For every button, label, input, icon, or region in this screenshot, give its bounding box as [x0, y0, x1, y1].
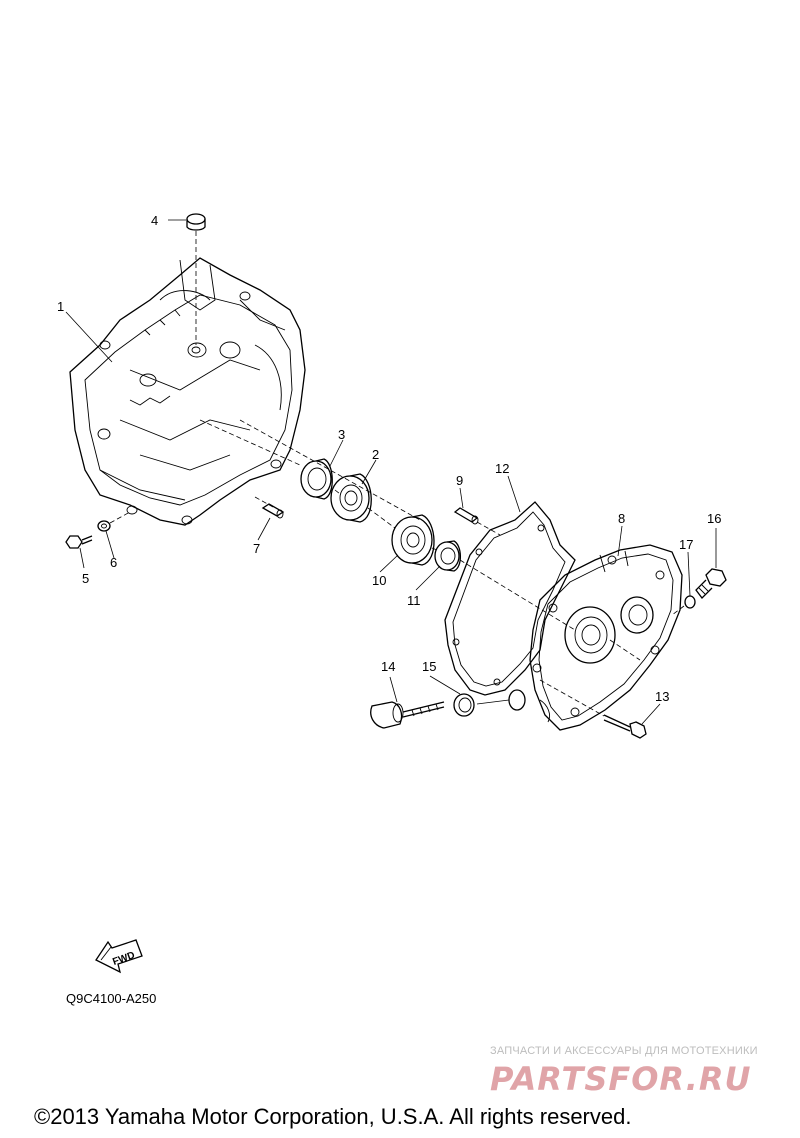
callout-label-9: 9 [456, 473, 464, 488]
bolt-part-5 [65, 535, 93, 549]
crankcase-part-1 [69, 257, 306, 526]
callout-label-4: 4 [151, 213, 159, 228]
callout-label-17: 17 [679, 537, 694, 552]
crankcase-cover-part-8 [529, 544, 683, 731]
diagram-code: Q9C4100-A250 [66, 991, 157, 1006]
callout-label-14: 14 [381, 659, 396, 674]
bearing-part-2 [330, 473, 372, 523]
callout-label-10: 10 [372, 573, 387, 588]
callout-label-5: 5 [82, 571, 90, 586]
o-ring-part-17 [671, 595, 696, 616]
assembly-axis-lines [199, 419, 641, 661]
callout-label-12: 12 [495, 461, 510, 476]
plug-part-16 [695, 528, 727, 599]
fwd-arrow-icon: FWD [95, 939, 143, 974]
callout-label-3: 3 [338, 427, 346, 442]
callout-label-15: 15 [422, 659, 437, 674]
copyright-notice: ©2013 Yamaha Motor Corporation, U.S.A. A… [34, 1104, 632, 1129]
oil-seal-part-11 [434, 540, 462, 572]
watermark-logo: PARTSFOR.RU [490, 1060, 751, 1098]
callout-label-11: 11 [407, 593, 421, 608]
bolt-part-13 [539, 679, 647, 739]
dowel-pin-part-9 [453, 507, 501, 536]
callout-label-16: 16 [707, 511, 722, 526]
callout-leader-lines [65, 219, 691, 725]
callout-label-7: 7 [253, 541, 261, 556]
callout-label-2: 2 [372, 447, 380, 462]
oil-seal-part-3 [300, 458, 333, 500]
callout-label-13: 13 [655, 689, 670, 704]
dowel-pin-part-7 [254, 496, 285, 519]
o-ring-part-15 [453, 689, 526, 717]
watermark-tagline: ЗАПЧАСТИ И АКСЕССУАРЫ ДЛЯ МОТОТЕХНИКИ [490, 1045, 758, 1057]
svg-text:PARTSFOR.RU: PARTSFOR.RU [490, 1060, 751, 1098]
callout-label-1: 1 [57, 299, 65, 314]
washer-part-6 [97, 511, 131, 532]
gasket-part-12 [444, 501, 576, 696]
dipstick-part-14 [370, 701, 445, 729]
cap-part-4 [186, 213, 206, 345]
callout-label-8: 8 [618, 511, 626, 526]
callout-label-6: 6 [110, 555, 118, 570]
fwd-label: FWD [111, 950, 136, 968]
bearing-part-10 [391, 514, 435, 566]
